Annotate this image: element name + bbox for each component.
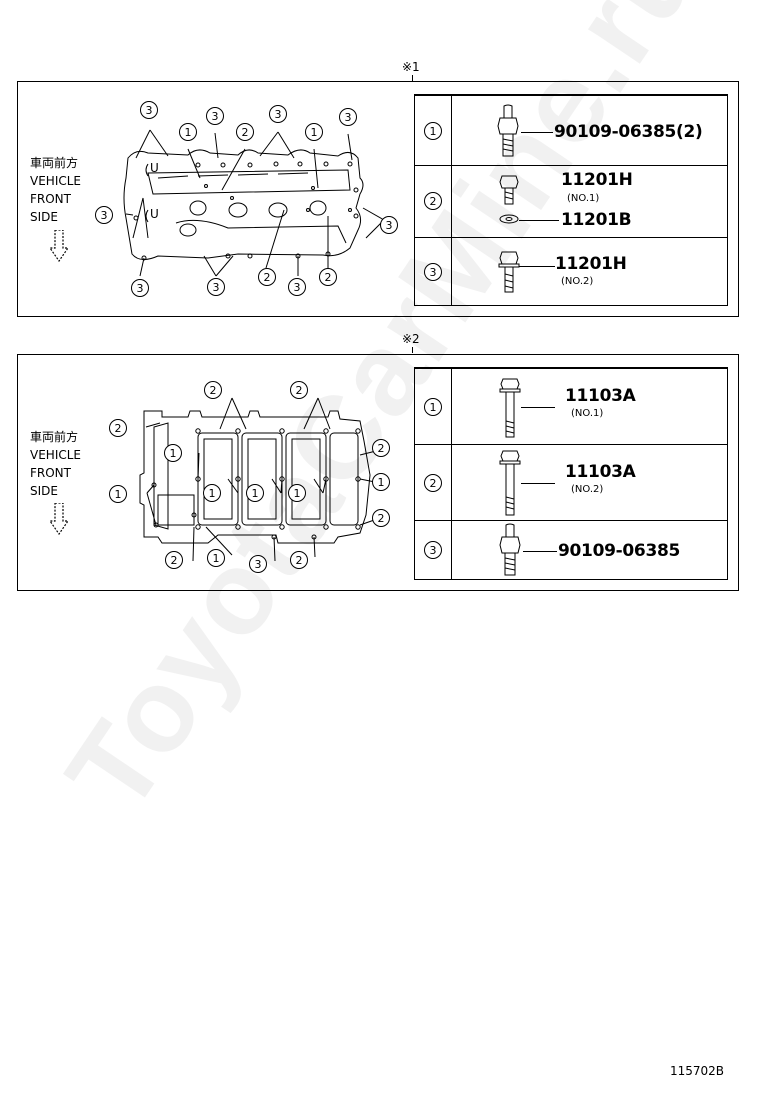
callout: 3	[269, 105, 287, 123]
bolt-with-collar-icon	[499, 523, 521, 576]
legend-number: 2	[424, 192, 442, 210]
legend-number: 3	[424, 263, 442, 281]
callout: 1	[179, 123, 197, 141]
panel-2-marker: ※2	[402, 332, 420, 346]
front-label-line2: FRONT	[30, 192, 71, 206]
callout: 2	[165, 551, 183, 569]
callout: 2	[372, 509, 390, 527]
part-number[interactable]: 11201H	[561, 170, 633, 190]
panel-2: 車両前方 VEHICLE FRONT SIDE	[17, 354, 739, 591]
callout: 3	[206, 107, 224, 125]
callout: 3	[131, 279, 149, 297]
part-number[interactable]: 90109-06385	[558, 541, 681, 561]
front-label-line3: SIDE	[30, 210, 58, 224]
callout: 1	[164, 444, 182, 462]
part-number[interactable]: 11201H	[555, 254, 627, 274]
bolt-with-collar-icon	[497, 104, 519, 157]
part-variant: (NO.1)	[571, 408, 604, 419]
legend-row: 3 11201H (NO.2)	[415, 237, 727, 308]
front-label-line1: VEHICLE	[30, 448, 81, 462]
callout: 1	[372, 473, 390, 491]
legend-row: 1 11103A (NO.1)	[415, 368, 727, 445]
legend-row: 2 11201H (NO.1) 11201B	[415, 165, 727, 238]
front-label-jp: 車両前方	[30, 156, 79, 170]
callout: 3	[140, 101, 158, 119]
callout: 1	[288, 484, 306, 502]
fastener-legend-table: 1 90109-06385(2) 2	[414, 94, 728, 306]
callout: 2	[290, 551, 308, 569]
callout: 2	[236, 123, 254, 141]
callout: 2	[290, 381, 308, 399]
legend-number: 2	[424, 474, 442, 492]
legend-row: 3 90109-06385	[415, 520, 727, 582]
front-label-line2: FRONT	[30, 466, 71, 480]
front-direction-arrow-icon	[50, 503, 68, 535]
callout: 1	[207, 549, 225, 567]
vehicle-front-label: 車両前方 VEHICLE FRONT SIDE	[30, 154, 81, 226]
front-label-line3: SIDE	[30, 484, 58, 498]
callout: 1	[203, 484, 221, 502]
callout: 1	[109, 485, 127, 503]
flange-bolt-icon	[498, 251, 520, 293]
part-number[interactable]: 11103A	[565, 462, 636, 482]
callout: 3	[288, 278, 306, 296]
svg-text:U: U	[150, 161, 159, 175]
part-variant: (NO.2)	[571, 484, 604, 495]
legend-row: 2 11103A (NO.2)	[415, 444, 727, 521]
cylinder-head-drawing: U U	[123, 129, 385, 277]
part-number[interactable]: 11103A	[565, 386, 636, 406]
callout: 1	[246, 484, 264, 502]
callout: 3	[339, 108, 357, 126]
panel-1-tick	[412, 75, 413, 81]
vehicle-front-label: 車両前方 VEHICLE FRONT SIDE	[30, 428, 81, 500]
legend-number: 3	[424, 541, 442, 559]
diagram-code: 115702B	[669, 1064, 724, 1078]
panel-1: 車両前方 VEHICLE FRONT SIDE U U	[17, 81, 739, 317]
part-number[interactable]: 11201B	[561, 210, 632, 230]
callout: 1	[305, 123, 323, 141]
callout: 3	[380, 216, 398, 234]
legend-row: 1 90109-06385(2)	[415, 95, 727, 166]
long-bolt-icon	[499, 450, 521, 516]
bolt-and-washer-icon	[499, 175, 519, 224]
callout: 2	[258, 268, 276, 286]
panel-2-tick	[412, 347, 413, 353]
callout: 2	[319, 268, 337, 286]
legend-number: 1	[424, 398, 442, 416]
front-direction-arrow-icon	[50, 230, 68, 262]
part-variant: (NO.2)	[561, 276, 594, 287]
cylinder-block-drawing	[139, 397, 381, 562]
part-number[interactable]: 90109-06385(2)	[554, 122, 703, 142]
front-label-line1: VEHICLE	[30, 174, 81, 188]
panel-1-marker: ※1	[402, 60, 420, 74]
callout: 2	[109, 419, 127, 437]
callout: 3	[207, 278, 225, 296]
fastener-legend-table: 1 11103A (NO.1) 2	[414, 367, 728, 580]
front-label-jp: 車両前方	[30, 430, 79, 444]
callout: 3	[249, 555, 267, 573]
long-bolt-icon	[499, 378, 521, 438]
callout: 3	[95, 206, 113, 224]
part-variant: (NO.1)	[567, 193, 600, 204]
svg-text:U: U	[150, 207, 159, 221]
callout: 2	[372, 439, 390, 457]
legend-number: 1	[424, 122, 442, 140]
callout: 2	[204, 381, 222, 399]
